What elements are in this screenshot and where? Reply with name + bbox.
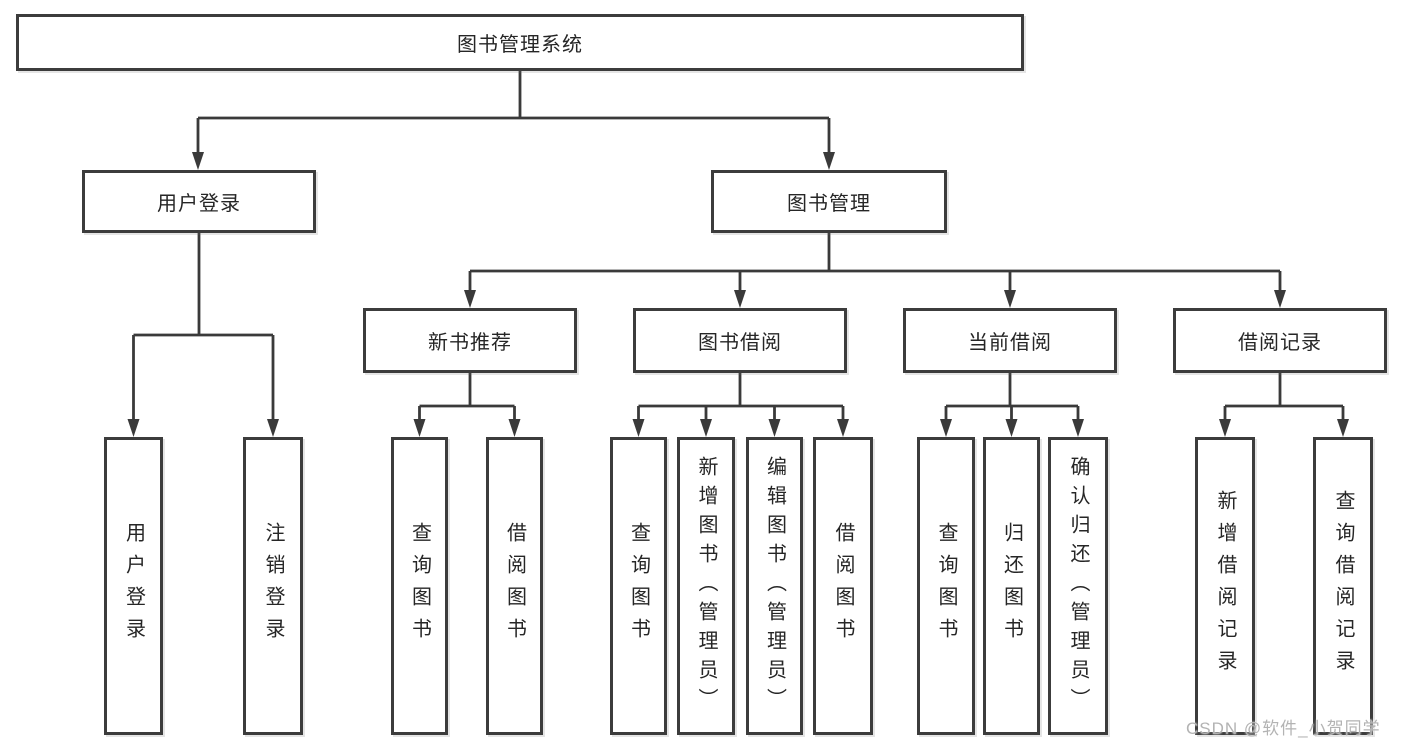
node-book-management: 图书管理 [711, 170, 947, 233]
arrow-down-icon [1005, 419, 1018, 437]
node-label: 确认归还（管理员） [1067, 455, 1089, 717]
node-current-borrowing: 当前借阅 [903, 308, 1117, 373]
leaf-confirm-return-admin: 确认归还（管理员） [1048, 437, 1108, 735]
node-label: 查询图书 [627, 522, 650, 650]
node-label: 查询图书 [935, 522, 957, 650]
leaf-query-borrow-record: 查询借阅记录 [1313, 437, 1373, 735]
node-label: 新书推荐 [428, 332, 512, 354]
arrow-down-icon [192, 152, 204, 170]
node-label: 新增借阅记录 [1214, 490, 1236, 682]
leaf-edit-books-admin: 编辑图书（管理员） [746, 437, 803, 735]
arrow-down-icon [413, 419, 426, 437]
node-label: 图书管理 [787, 193, 871, 215]
arrow-down-icon [1274, 290, 1286, 308]
watermark: CSDN @软件_小贺同学 [1186, 719, 1381, 738]
leaf-query-books: 查询图书 [391, 437, 448, 735]
node-user-login: 用户登录 [82, 170, 316, 233]
arrow-down-icon [823, 152, 835, 170]
arrow-down-icon [734, 290, 746, 308]
node-new-book-recommend: 新书推荐 [363, 308, 577, 373]
node-label: 注销登录 [262, 522, 284, 650]
arrow-down-icon [127, 419, 140, 437]
arrow-down-icon [632, 419, 645, 437]
arrow-down-icon [940, 419, 952, 437]
arrow-down-icon [700, 419, 712, 437]
leaf-add-books-admin: 新增图书（管理员） [677, 437, 735, 735]
node-book-borrowing: 图书借阅 [633, 308, 847, 373]
node-label: 当前借阅 [968, 332, 1052, 354]
arrow-down-icon [508, 419, 521, 437]
tree-edges [132, 71, 1345, 422]
arrow-down-icon [1072, 419, 1084, 437]
leaf-query-books: 查询图书 [610, 437, 667, 735]
node-library-management-system: 图书管理系统 [16, 14, 1024, 71]
arrow-down-icon [837, 419, 849, 437]
node-label: 查询图书 [408, 522, 431, 650]
leaf-add-borrow-record: 新增借阅记录 [1195, 437, 1255, 735]
arrow-down-icon [1219, 419, 1231, 437]
arrow-down-icon [768, 419, 781, 437]
node-label: 借阅图书 [832, 522, 854, 650]
node-label: 图书借阅 [698, 332, 782, 354]
arrowheads [127, 152, 1349, 437]
leaf-query-books: 查询图书 [917, 437, 975, 735]
node-label: 用户登录 [122, 522, 145, 650]
arrow-down-icon [1337, 419, 1349, 437]
leaf-user-login: 用户登录 [104, 437, 163, 735]
arrow-down-icon [464, 290, 476, 308]
leaf-borrow-books: 借阅图书 [486, 437, 543, 735]
node-label: 新增图书（管理员） [695, 455, 717, 717]
node-label: 用户登录 [157, 193, 241, 215]
node-borrowing-records: 借阅记录 [1173, 308, 1387, 373]
node-label: 借阅图书 [503, 522, 526, 650]
node-label: 查询借阅记录 [1332, 490, 1354, 682]
node-label: 借阅记录 [1238, 332, 1322, 354]
arrow-down-icon [267, 419, 279, 437]
node-label: 编辑图书（管理员） [763, 455, 786, 717]
leaf-borrow-books: 借阅图书 [813, 437, 873, 735]
leaf-return-books: 归还图书 [983, 437, 1040, 735]
arrow-down-icon [1004, 290, 1016, 308]
node-label: 图书管理系统 [457, 34, 583, 56]
node-label: 归还图书 [1000, 522, 1023, 650]
leaf-logout: 注销登录 [243, 437, 303, 735]
